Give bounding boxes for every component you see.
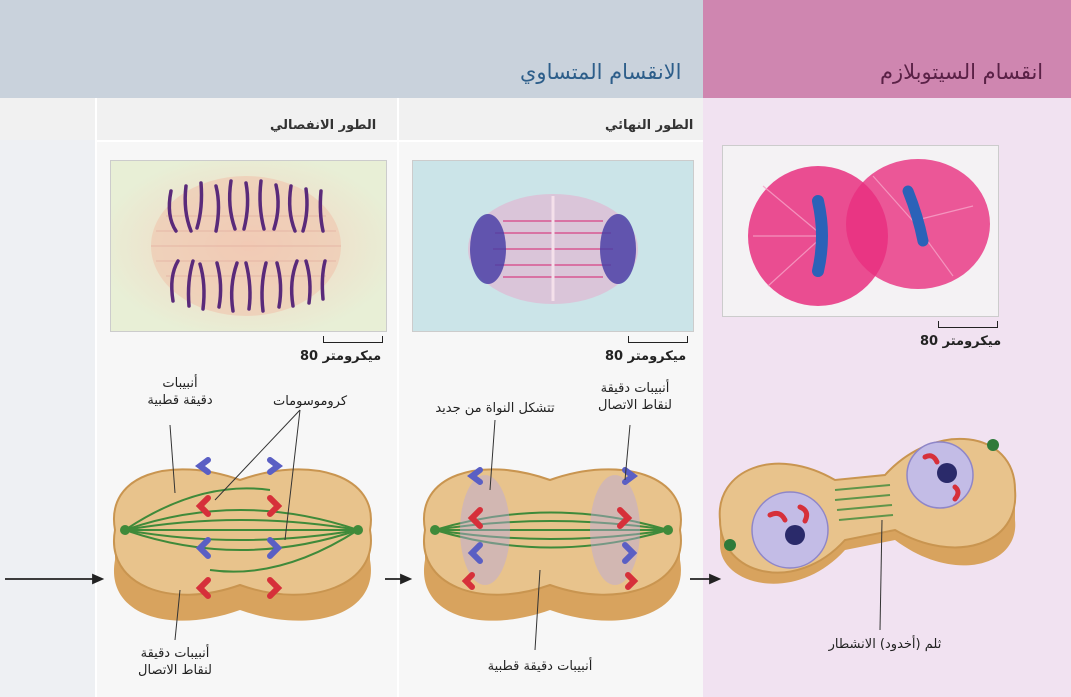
cytokinesis-cell-diagram [715,415,1025,615]
kinetochore-microtubules-label: أنبيبات دقيقة لنقاط الاتصال [585,380,685,414]
anaphase-cell-diagram [100,440,385,640]
scale-value: 80 [605,349,623,364]
previous-phase-header [0,98,95,140]
anaphase-micrograph [110,160,387,332]
scale-unit: ميكرومتر [943,334,1002,349]
scale-bar [628,336,688,343]
cleavage-furrow-label: ثلم (أخدود) الانشطار [800,636,970,653]
telophase-cell-diagram [410,440,695,640]
nucleus-reforming-label: تتشكل النواة من جديد [415,400,575,417]
scale-bar [938,321,998,328]
telophase-micrograph [412,160,694,332]
cytokinesis-micrograph [722,145,999,317]
anaphase-label: الطور الانفصالي [270,118,376,133]
mitosis-title: الانقسام المتساوي [520,60,682,84]
scale-value: 80 [920,334,938,349]
scale-label: 80 ميكرومتر [605,349,686,364]
kinetochore-microtubules-label: أنبيبات دقيقة لنقاط الاتصال [120,645,230,679]
telophase-label: الطور النهائي [605,118,693,133]
polar-microtubules-label: أنبيبات دقيقة قطبية [140,375,220,409]
scale-label: 80 ميكرومتر [920,334,1001,349]
chromosomes-label: كروموسومات [260,393,360,410]
scale-label: 80 ميكرومتر [300,349,381,364]
previous-phase-panel [0,98,95,697]
cytokinesis-title: انقسام السيتوبلازم [880,60,1043,84]
polar-microtubules-label: أنبيبات دقيقة قطبية [465,658,615,675]
scale-unit: ميكرومتر [323,349,382,364]
scale-bar [323,336,383,343]
scale-unit: ميكرومتر [628,349,687,364]
scale-value: 80 [300,349,318,364]
